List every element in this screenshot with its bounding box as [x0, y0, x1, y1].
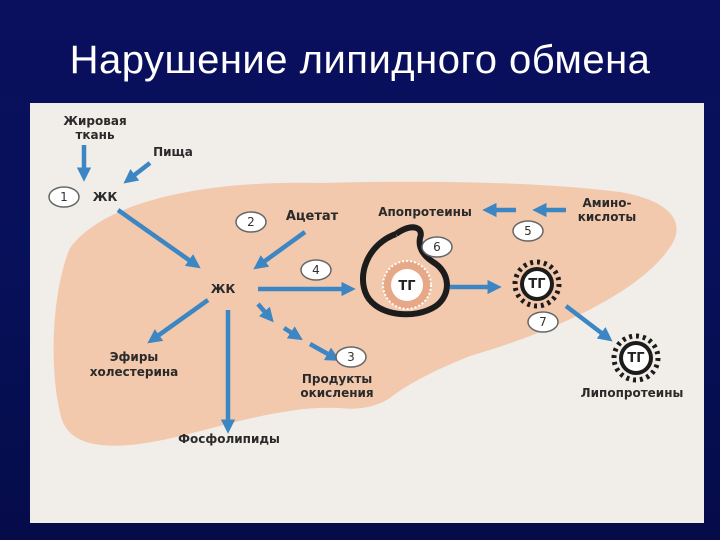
step-markers: 1 2 3 4 5 6 7 [48, 186, 559, 368]
label-aminoacids-1: Амино- [582, 196, 631, 210]
svg-text:6: 6 [433, 240, 441, 254]
step-4: 4 [300, 259, 332, 281]
label-aminoacids-2: кислоты [578, 210, 637, 224]
arrow-fa-to-oxidation-dash2 [282, 326, 303, 341]
tg-droplet: ТГ [382, 260, 432, 310]
step-5: 5 [512, 220, 544, 242]
tg-gear-lipoprotein: ТГ [614, 336, 658, 380]
step-3: 3 [335, 346, 367, 368]
arrow-food-to-fa [123, 161, 152, 184]
diagram-labels: Жировая ткань Пища ЖК Ацетат Апопротеины… [63, 114, 683, 446]
label-fa-top: ЖК [93, 190, 118, 204]
svg-text:1: 1 [60, 190, 68, 204]
svg-text:ТГ: ТГ [627, 351, 644, 366]
er-membrane [360, 224, 450, 318]
svg-text:7: 7 [539, 315, 547, 329]
label-oxidation-2: окисления [300, 386, 373, 400]
svg-text:5: 5 [524, 224, 532, 238]
arrow-tg-to-lipoprotein [564, 304, 613, 342]
arrow-fa-to-cholesterol [147, 298, 210, 344]
label-apoproteins: Апопротеины [378, 205, 472, 219]
slide-title: Нарушение липидного обмена [69, 38, 651, 82]
tg-gear-secreted: ТГ [515, 262, 559, 306]
label-oxidation-1: Продукты [302, 372, 372, 386]
svg-text:ТГ: ТГ [528, 277, 545, 292]
step-1: 1 [48, 186, 80, 208]
svg-text:3: 3 [347, 350, 355, 364]
svg-text:4: 4 [312, 263, 320, 277]
label-food: Пища [153, 145, 193, 159]
label-acetate: Ацетат [286, 209, 339, 224]
tg-label-center: ТГ [398, 279, 415, 294]
arrow-fa-to-oxidation [308, 342, 341, 361]
label-adipose-2: ткань [75, 128, 114, 142]
label-adipose-1: Жировая [63, 114, 126, 128]
arrow-acetate-to-fa [253, 230, 307, 270]
liver-shape [53, 181, 677, 446]
arrow-fa-to-liver-fa [116, 208, 201, 269]
step-7: 7 [527, 311, 559, 333]
arrow-fa-to-oxidation-dash1 [256, 302, 274, 323]
step-2: 2 [235, 211, 267, 233]
svg-text:2: 2 [247, 215, 255, 229]
step-6: 6 [421, 236, 453, 258]
label-fa-center: ЖК [211, 282, 236, 296]
flow-arrows [76, 145, 613, 434]
label-phospholipids: Фосфолипиды [178, 432, 280, 446]
label-lipoproteins: Липопротеины [581, 386, 684, 400]
label-cholesterol-esters-2: холестерина [90, 365, 179, 379]
label-cholesterol-esters-1: Эфиры [110, 350, 159, 364]
